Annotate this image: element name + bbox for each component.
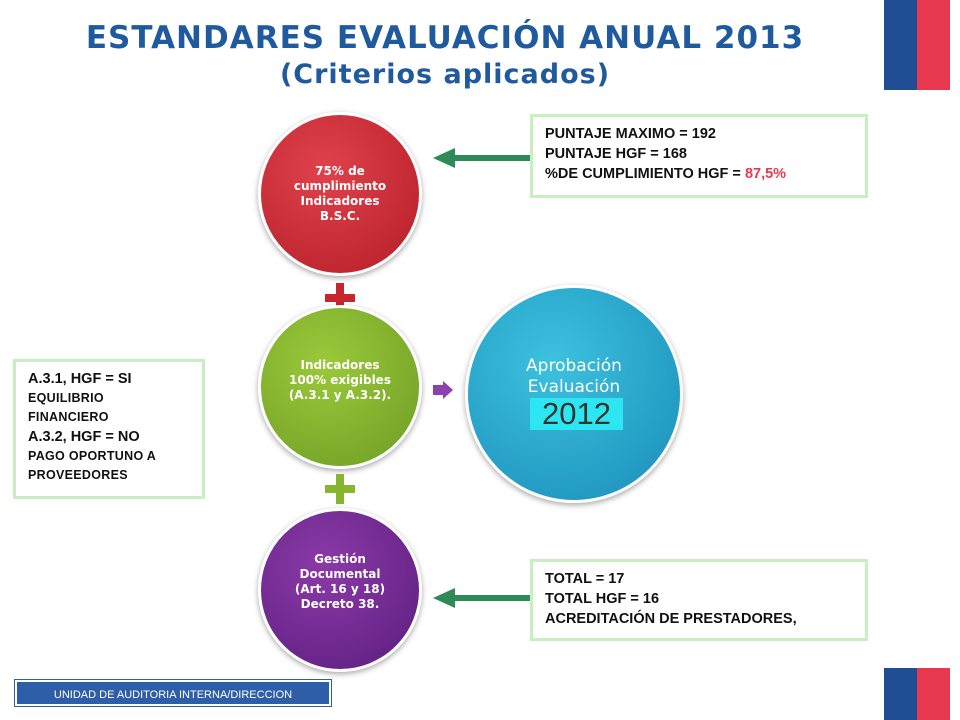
score-max: PUNTAJE MAXIMO = 192 bbox=[545, 126, 716, 142]
criterion-circle-documents: Gestión Documental (Art. 16 y 18) Decret… bbox=[258, 508, 422, 672]
flag-logo-bottom bbox=[884, 668, 950, 720]
score-hgf: PUNTAJE HGF = 168 bbox=[545, 146, 687, 162]
indicator-a32: A.3.2, HGF = NO bbox=[28, 429, 140, 445]
result-year: 2012 bbox=[530, 398, 623, 430]
accreditation-label: ACREDITACIÓN DE PRESTADORES, bbox=[545, 611, 797, 627]
indicator-a31-desc-1: EQUILIBRIO bbox=[28, 391, 104, 405]
page-title: ESTANDARES EVALUACIÓN ANUAL 2013 bbox=[85, 20, 805, 56]
criterion-circle-bsc: 75% de cumplimiento Indicadores B.S.C. bbox=[258, 112, 422, 276]
accreditation-box: TOTAL = 17 TOTAL HGF = 16 ACREDITACIÓN D… bbox=[530, 559, 868, 641]
result-label: Aprobación Evaluación bbox=[526, 356, 622, 398]
arrow-left-icon-bottom bbox=[433, 588, 533, 608]
total-hgf: TOTAL HGF = 16 bbox=[545, 591, 660, 607]
flag-logo-top bbox=[884, 0, 950, 90]
plus-icon-green bbox=[325, 474, 355, 504]
indicator-a31: A.3.1, HGF = SI bbox=[28, 371, 132, 387]
indicators-box: A.3.1, HGF = SI EQUILIBRIO FINANCIERO A.… bbox=[13, 359, 205, 499]
criterion-documents-label: Gestión Documental (Art. 16 y 18) Decret… bbox=[294, 552, 386, 611]
score-percent: %DE CUMPLIMIENTO HGF = 87,5% bbox=[545, 166, 787, 182]
indicator-a31-desc-2: FINANCIERO bbox=[28, 410, 109, 424]
total: TOTAL = 17 bbox=[545, 571, 625, 587]
criterion-indicators-label: Indicadores 100% exigibles (A.3.1 y A.3.… bbox=[288, 357, 392, 402]
result-circle: Aprobación Evaluación bbox=[465, 285, 683, 503]
page-subtitle: (Criterios aplicados) bbox=[279, 59, 611, 90]
arrow-left-icon-top bbox=[433, 148, 533, 168]
score-box: PUNTAJE MAXIMO = 192 PUNTAJE HGF = 168 %… bbox=[530, 114, 868, 198]
footer-unit-label: UNIDAD DE AUDITORIA INTERNA/DIRECCION bbox=[14, 679, 332, 707]
criterion-circle-indicators: Indicadores 100% exigibles (A.3.1 y A.3.… bbox=[258, 305, 422, 469]
score-percent-value: 87,5% bbox=[744, 166, 787, 182]
plus-icon-red bbox=[325, 283, 355, 313]
indicator-a32-desc-1: PAGO OPORTUNO A bbox=[28, 449, 157, 463]
chevron-right-icon bbox=[433, 381, 453, 399]
criterion-bsc-label: 75% de cumplimiento Indicadores B.S.C. bbox=[293, 164, 387, 223]
indicator-a32-desc-2: PROVEEDORES bbox=[28, 468, 128, 482]
